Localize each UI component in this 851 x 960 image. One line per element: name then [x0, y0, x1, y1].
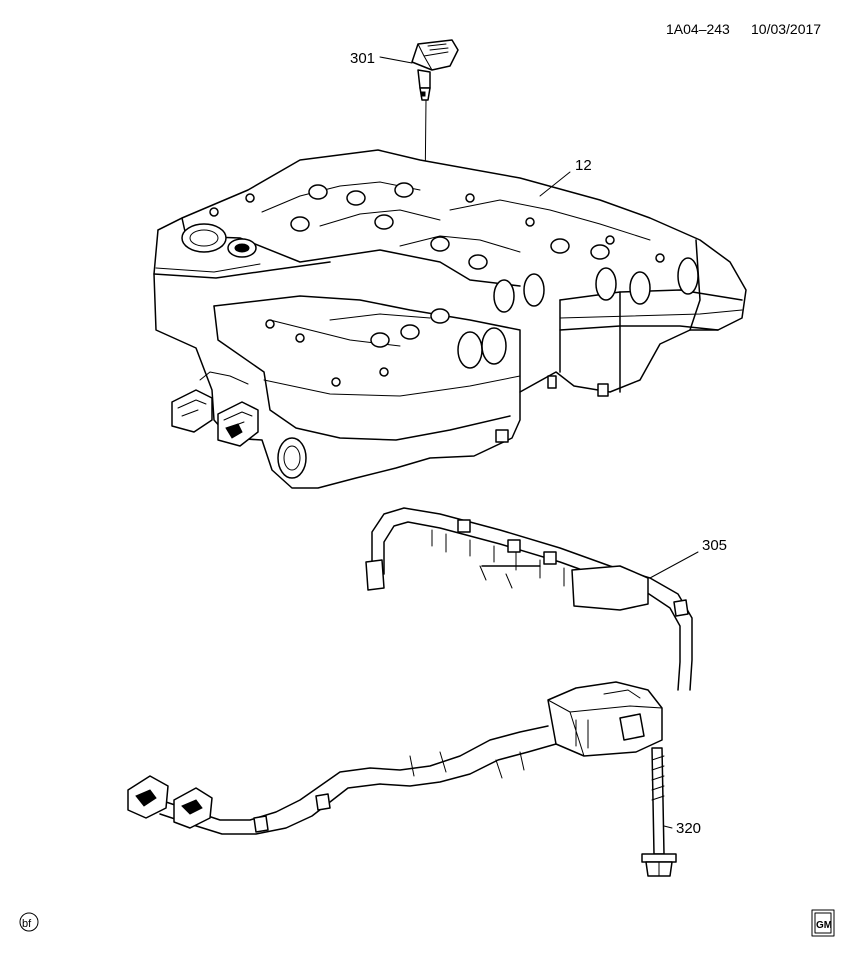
wiring-harness-305	[127, 507, 693, 835]
doc-date: 10/03/2017	[751, 21, 821, 37]
callout-305: 305	[702, 537, 727, 554]
valve-body-12	[153, 149, 747, 489]
callout-320: 320	[676, 820, 701, 837]
gm-logo-text: GM	[816, 920, 832, 931]
leader-301	[379, 56, 413, 64]
callout-301: 301	[350, 50, 375, 67]
sensor-301	[411, 39, 459, 101]
doc-id: 1A04–243	[666, 21, 730, 37]
callout-12: 12	[575, 157, 592, 174]
bf-mark: bf	[19, 912, 39, 932]
bf-mark-text: bf	[22, 918, 32, 930]
gm-logo: GM	[811, 909, 835, 937]
bolt-320	[641, 747, 677, 877]
leader-320	[663, 825, 673, 829]
leader-12	[539, 171, 571, 197]
leader-305	[649, 551, 699, 579]
